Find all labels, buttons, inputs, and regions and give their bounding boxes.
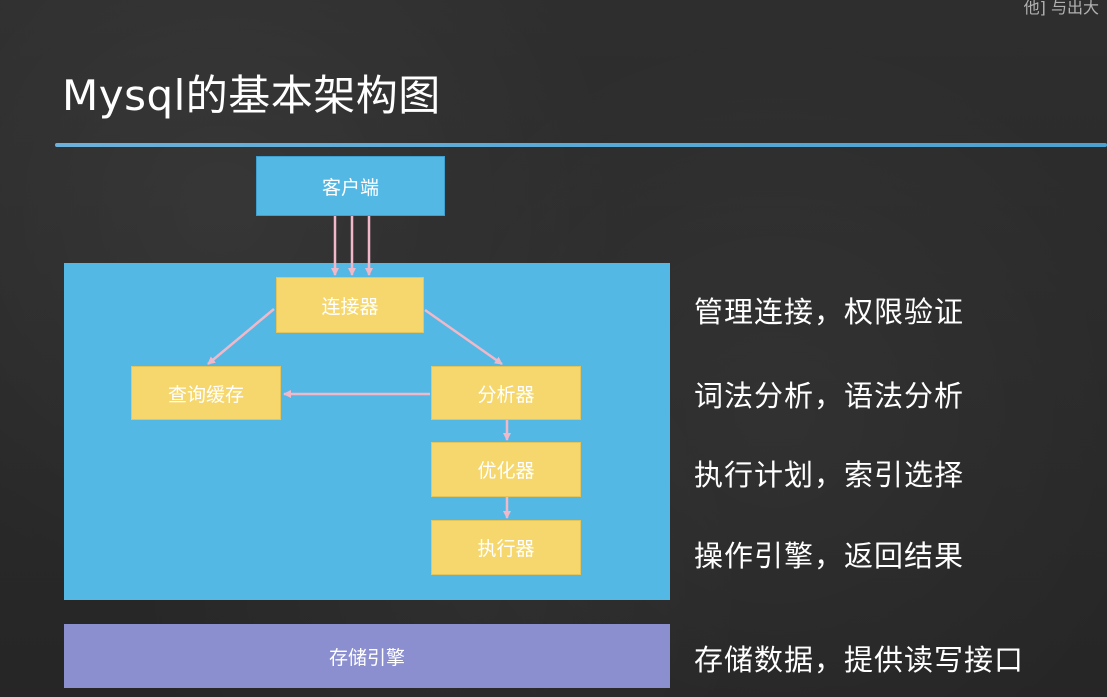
storage-engine-label: 存储引擎 bbox=[328, 646, 405, 669]
page-title: Mysql的基本架构图 bbox=[62, 71, 441, 120]
client-label: 客户端 bbox=[321, 176, 379, 199]
optimizer-node: 优化器 bbox=[431, 442, 581, 497]
storage-description: 存储数据，提供读写接口 bbox=[694, 643, 1025, 677]
title-underline bbox=[55, 143, 1107, 147]
connector-description: 管理连接，权限验证 bbox=[694, 295, 965, 329]
executor-description: 操作引擎，返回结果 bbox=[694, 539, 965, 573]
query-cache-label: 查询缓存 bbox=[167, 383, 244, 406]
executor-node: 执行器 bbox=[431, 520, 581, 575]
optimizer-label: 优化器 bbox=[477, 460, 535, 482]
connector-analyzer-arrow bbox=[424, 308, 503, 366]
optimizer-description: 执行计划，索引选择 bbox=[694, 458, 965, 492]
executor-label: 执行器 bbox=[477, 538, 535, 560]
analyzer-description: 词法分析，语法分析 bbox=[694, 379, 965, 413]
connector-cache-arrow bbox=[207, 308, 275, 365]
connector-label: 连接器 bbox=[321, 295, 379, 318]
analyzer-node: 分析器 bbox=[431, 366, 581, 420]
analyzer-label: 分析器 bbox=[477, 383, 535, 406]
client-node: 客户端 bbox=[256, 156, 445, 216]
connector-node: 连接器 bbox=[276, 277, 424, 333]
storage-engine-box: 存储引擎 bbox=[64, 624, 670, 688]
corner-label: 他] 与出大 bbox=[1023, 0, 1099, 17]
query-cache-node: 查询缓存 bbox=[131, 366, 281, 420]
